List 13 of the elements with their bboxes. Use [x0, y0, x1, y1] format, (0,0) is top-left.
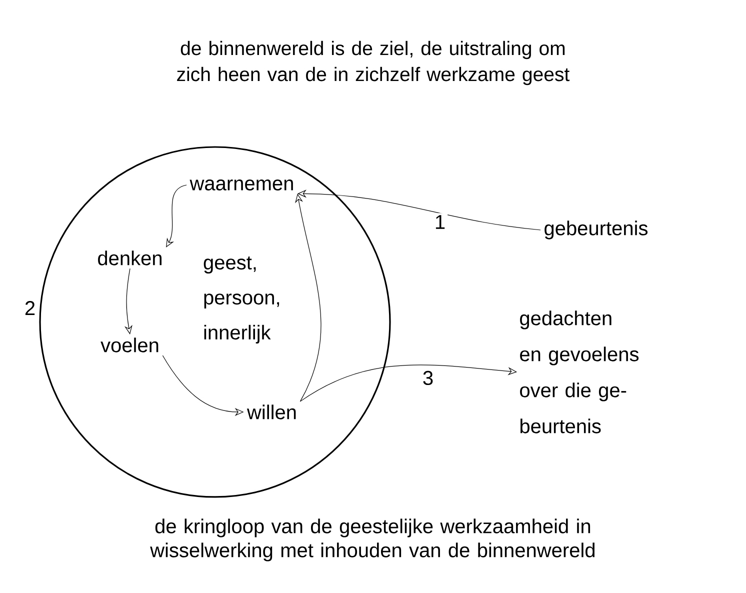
- text-label: willen: [246, 404, 296, 420]
- text-label: voelen: [100, 338, 158, 352]
- text-label: gedachten en gevoelens over die ge- beurtenis: [520, 310, 639, 434]
- edge-label: 1: [432, 213, 448, 231]
- caption: de kringloop van de geestelijke werkzaamheid in wisselwerking met inhouden van de binnenwereld: [150, 518, 594, 562]
- text-label: gebeurtenis: [544, 220, 648, 240]
- arrow: [300, 364, 517, 402]
- text-label: waarnemen: [190, 180, 293, 190]
- number-label: 2: [25, 301, 35, 315]
- arrow: [166, 184, 187, 248]
- edge-label: 3: [420, 368, 436, 388]
- text-label: denken: [98, 250, 162, 266]
- title: de binnenwereld is de ziel, de uitstraling om zich heen van de in zichzelf werkzame geest: [177, 40, 570, 86]
